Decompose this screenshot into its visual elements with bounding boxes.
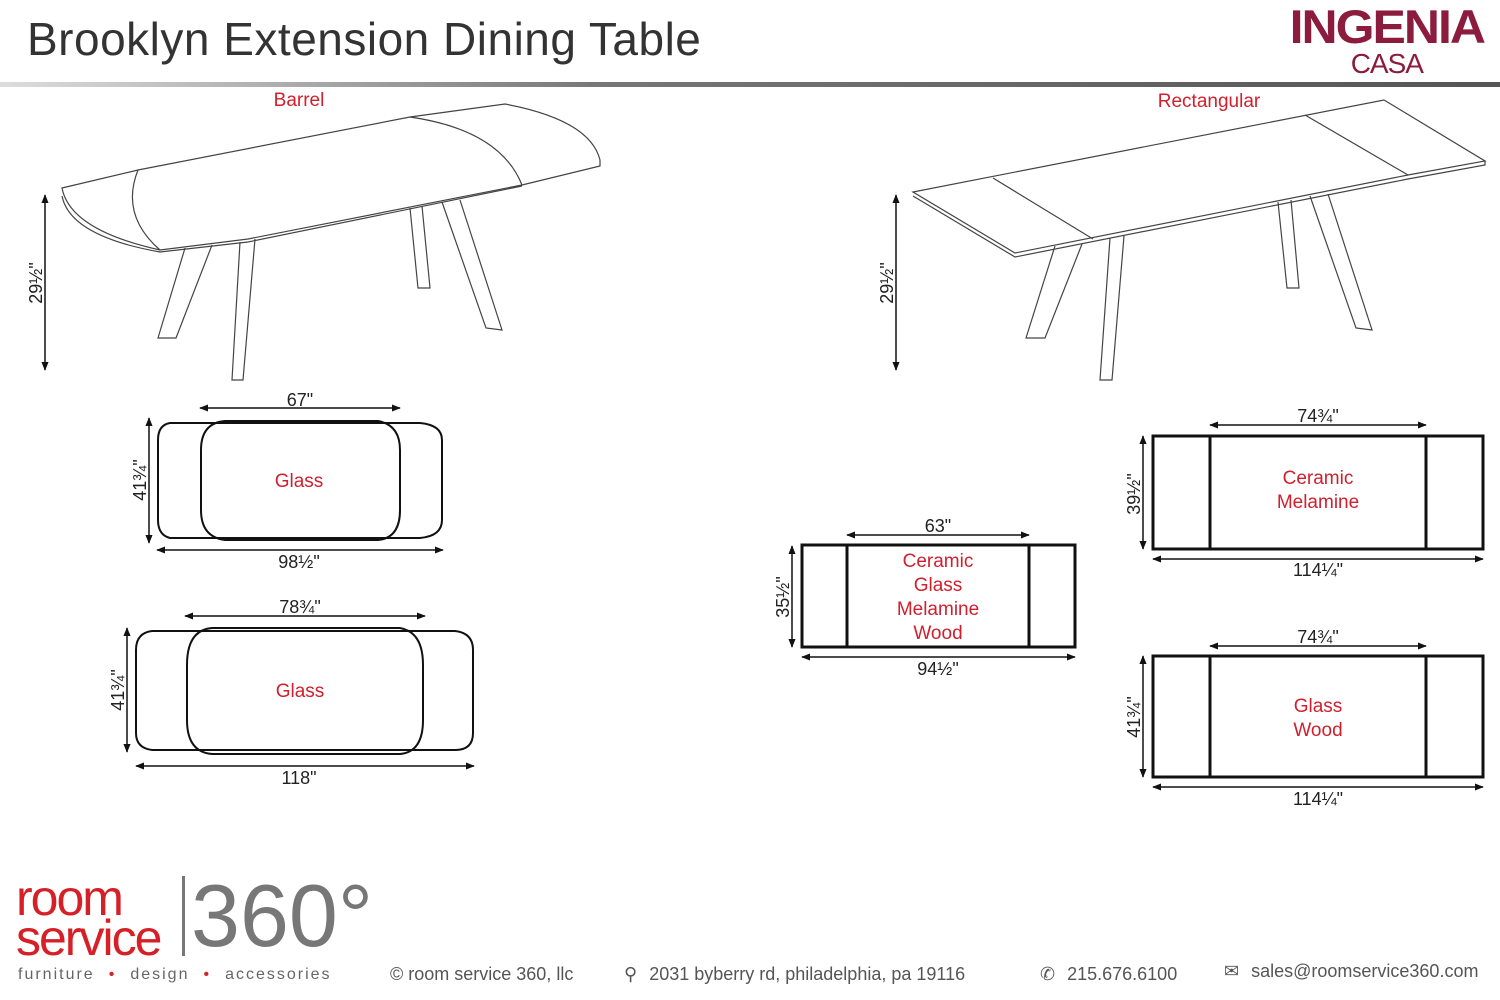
dim-label: 41¾" — [130, 459, 150, 500]
material-label: Melamine — [1277, 492, 1359, 513]
dim-label: 67" — [287, 390, 313, 410]
rect-plan-small — [800, 543, 1077, 649]
dim-label: 78¾" — [279, 597, 320, 617]
material-label: Ceramic — [1283, 468, 1354, 489]
copyright: © room service 360, llc — [390, 964, 574, 984]
material-label: Glass — [1294, 696, 1343, 717]
rect-plan-large-1 — [1151, 434, 1485, 551]
header-divider — [0, 82, 1500, 87]
rect-plan-large-2 — [1151, 654, 1485, 779]
page-title: Brooklyn Extension Dining Table — [27, 13, 702, 65]
dim-label: 63" — [925, 516, 951, 536]
map-pin-icon: ⚲ — [624, 964, 638, 984]
material-label: Wood — [1293, 720, 1342, 741]
dim-label: 114¼" — [1293, 560, 1343, 580]
material-label: Glass — [275, 471, 324, 492]
dim-label: 94½" — [917, 659, 958, 679]
drawings: Barrel Rectangular 29½" 29½" Glass 67" 4… — [26, 90, 1487, 809]
rectangular-elevation — [911, 99, 1487, 381]
barrel-height: 29½" — [26, 262, 46, 303]
envelope-icon: ✉ — [1224, 961, 1240, 981]
email: ✉sales@roomservice360.com — [1224, 961, 1479, 981]
dim-label: 98½" — [278, 552, 319, 572]
dim-label: 74¾" — [1297, 627, 1338, 647]
phone-icon: ✆ — [1040, 964, 1056, 984]
material-label: Ceramic — [903, 551, 974, 572]
rectangular-label: Rectangular — [1158, 91, 1261, 112]
dim-label: 114¼" — [1293, 789, 1343, 809]
barrel-label: Barrel — [274, 90, 325, 111]
material-label: Glass — [276, 681, 325, 702]
dim-label: 74¾" — [1297, 406, 1338, 426]
dim-label: 35½" — [773, 576, 793, 617]
tagline: furniture•design•accessories — [18, 966, 332, 983]
address: ⚲2031 byberry rd, philadelphia, pa 19116 — [624, 964, 966, 984]
rect-height: 29½" — [877, 262, 897, 303]
barrel-plan-1 — [157, 422, 443, 539]
dim-label: 41¾" — [1124, 696, 1144, 737]
dim-label: 118" — [281, 768, 316, 788]
material-label: Melamine — [897, 599, 979, 620]
dim-label: 41¾" — [108, 669, 128, 710]
barrel-plan-2 — [135, 630, 474, 751]
phone: ✆215.676.6100 — [1040, 964, 1178, 984]
ingenia-casa-logo: INGENIA CASA — [1289, 0, 1486, 79]
dim-label: 39½" — [1124, 473, 1144, 514]
material-label: Glass — [914, 575, 963, 596]
room-service-360-logo: room service 360° — [16, 866, 374, 966]
material-label: Wood — [913, 623, 962, 644]
barrel-elevation — [61, 103, 601, 381]
